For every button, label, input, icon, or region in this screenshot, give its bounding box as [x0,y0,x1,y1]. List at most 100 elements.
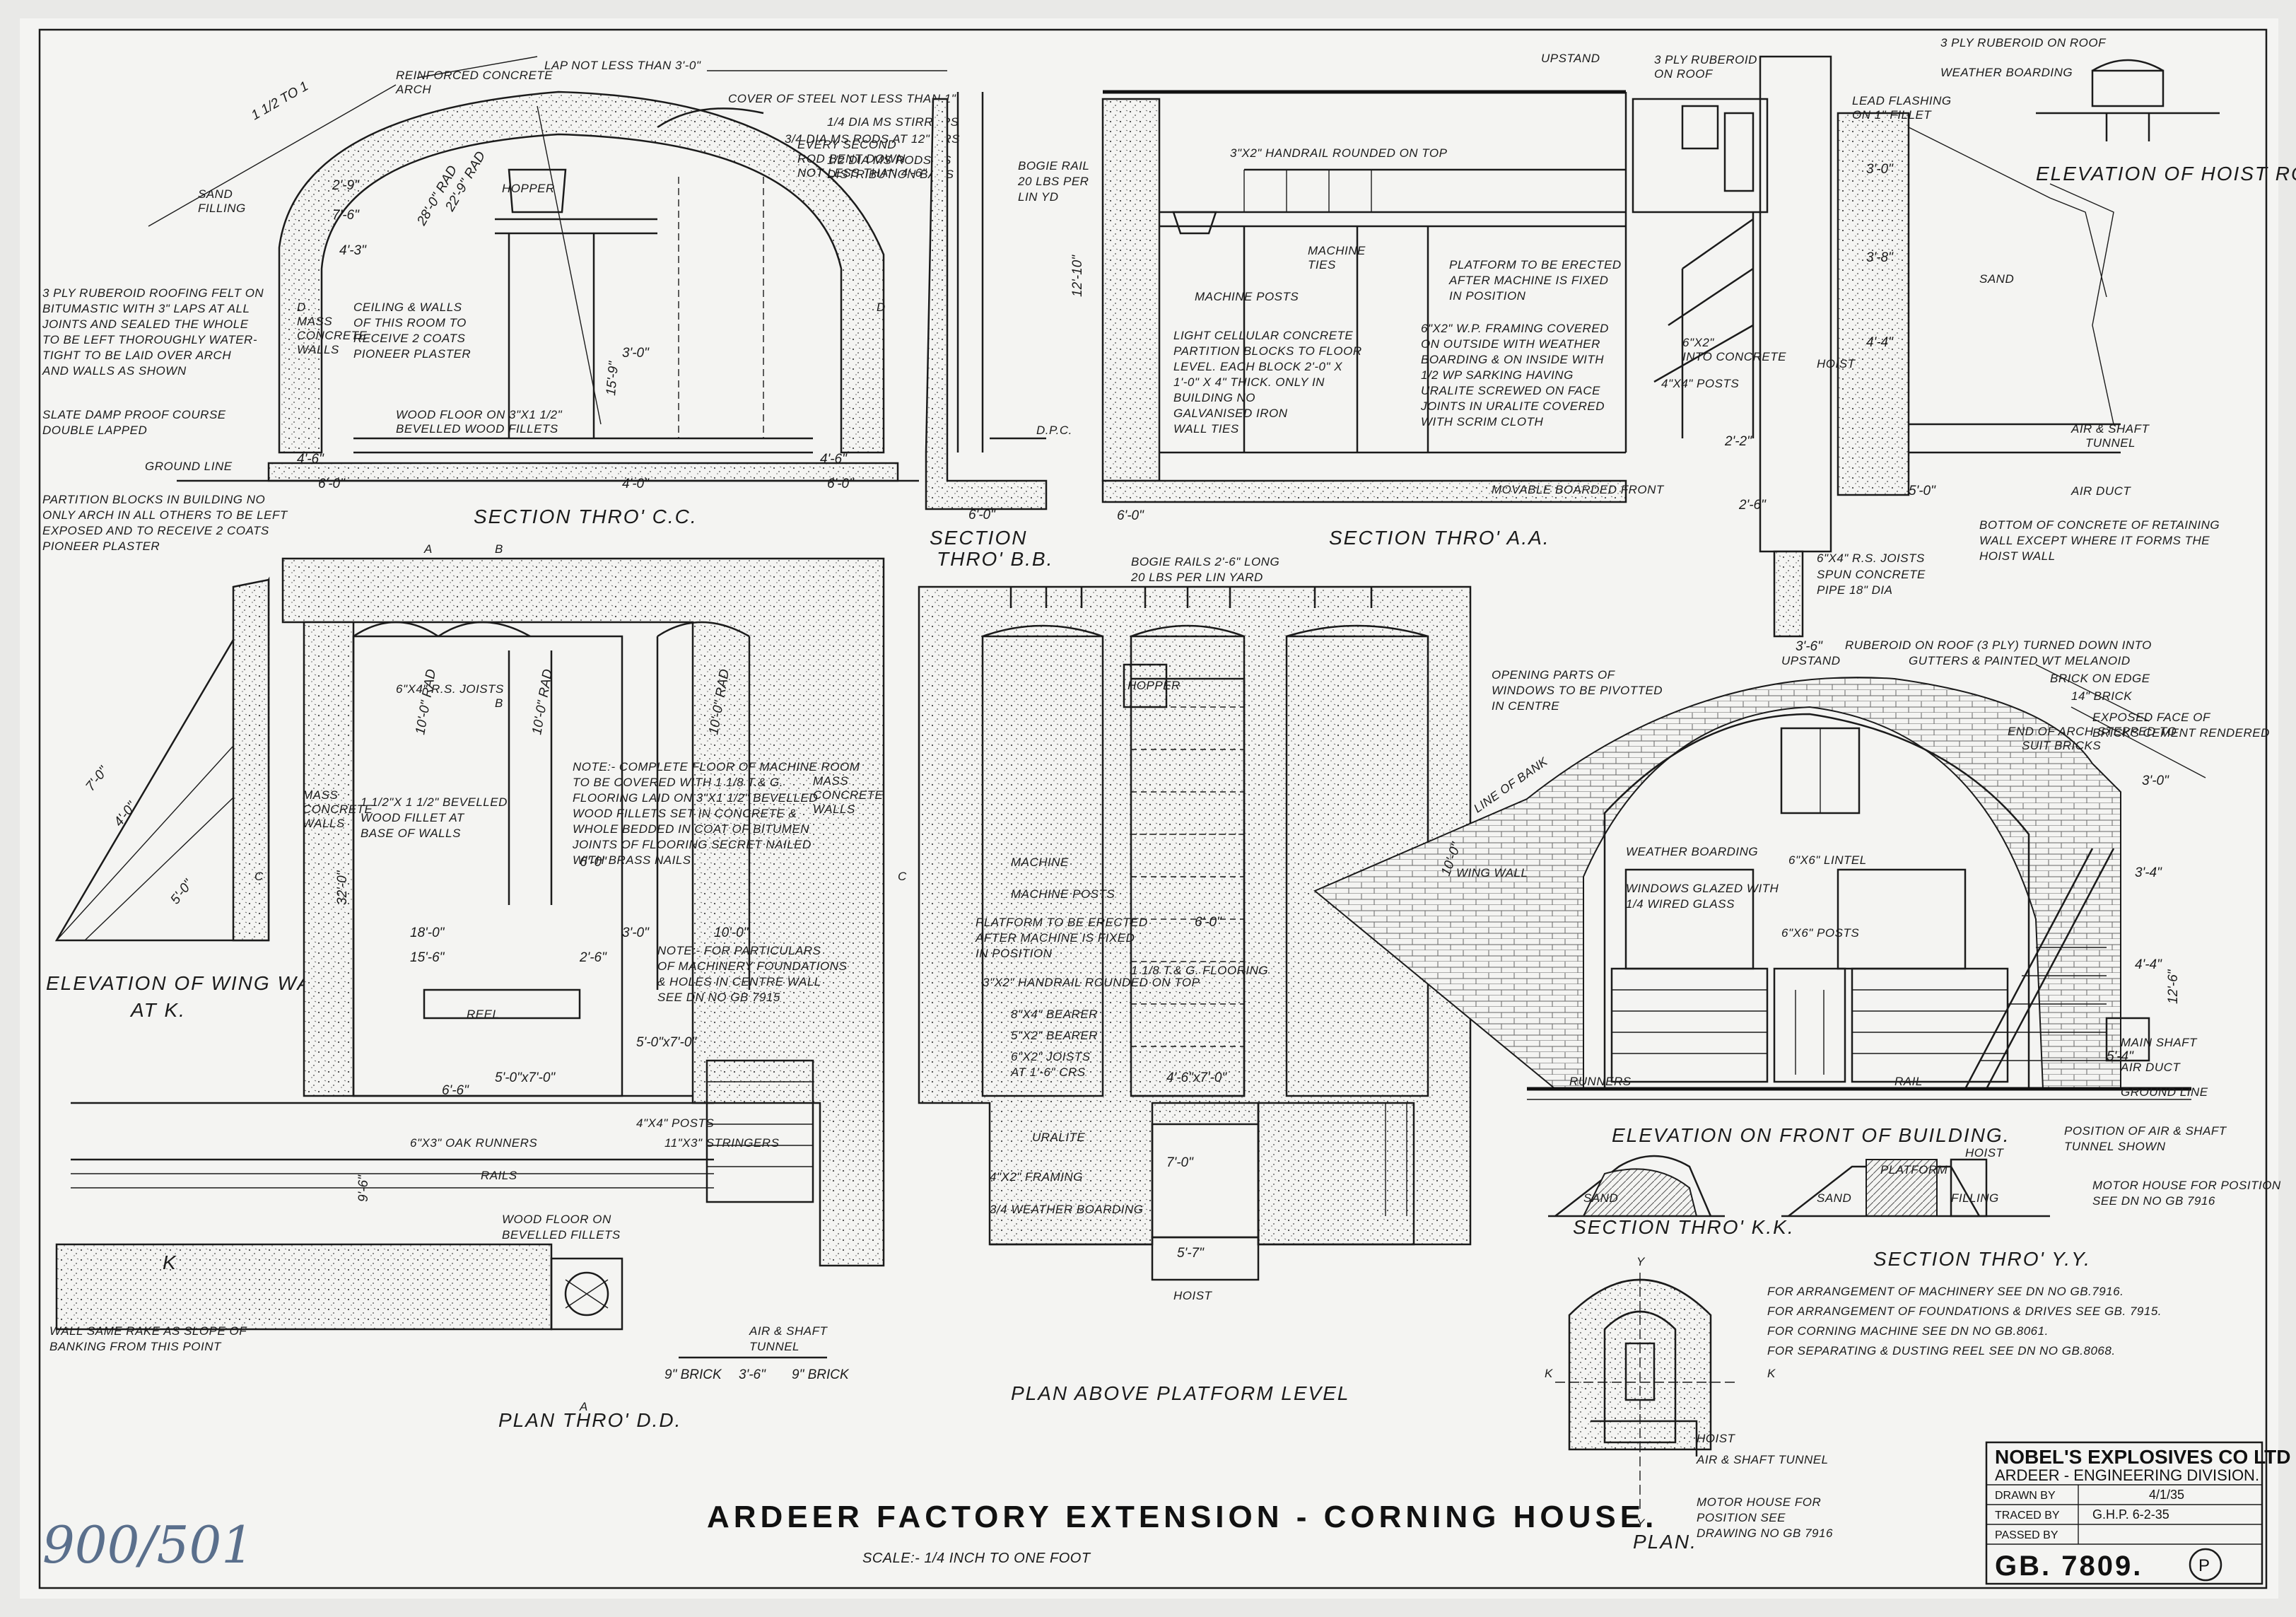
arrangement-note-4: FOR SEPARATING & DUSTING REEL SEE Dn No … [1767,1344,2116,1358]
dim-cc-4-3: 4'-3" [339,243,367,258]
machine-ties-aa-1: MACHINE [1308,244,1366,257]
wood-floor-note-2: BEVELLED WOOD FILLETS [396,422,558,436]
framing-aa-7: WITH SCRIM CLOTH [1421,415,1543,428]
drawing-number: GB. 7809. [1995,1551,2143,1582]
dim-front-3-4: 3'-4" [2135,865,2162,880]
floor-note-7: WITH BRASS NAILS [573,853,691,867]
ruberoid-3ply-label: 3 PLY RUBEROID ON ROOF [1940,36,2107,49]
passed-by-label: PASSED BY [1995,1529,2058,1541]
dim-dd-6-0: 6'-0" [580,855,607,870]
front-door-left [1610,967,1769,1083]
foundations-note-3: & HOLES IN CENTRE WALL [657,975,821,988]
mass-concrete-dd-r3: WALLS [813,802,855,816]
small-plan-title: PLAN. [1633,1531,1697,1553]
mass-concrete-dd-2: CONCRETE [303,802,373,816]
wing-wall-title-2: AT K. [129,999,186,1021]
exposed-face-1: EXPOSED FACE OF [2092,711,2211,724]
partition-note-4: PIONEER PLASTER [42,539,160,553]
title-block: NOBEL'S EXPLOSIVES CO LTD ARDEER - ENGIN… [1985,1441,2290,1585]
joists-6x2-plan-1: 6"x2" JOISTS [1011,1050,1091,1063]
dim-aa-2-2: 2'-2" [1724,434,1752,449]
dim-cc-2-9: 2'-9" [332,178,360,193]
letter-a-dd-bottom: A [579,1400,588,1413]
upstand-aa: UPSTAND [1541,52,1600,65]
traced-by-label: TRACED BY [1995,1510,2060,1522]
stirrups-note: 1/4 DIA MS STIRRUPS [827,115,959,129]
light-concrete-4: 1'-0" x 4" THICK. ONLY IN [1173,375,1325,389]
wood-floor-bev-1: WOOD FLOOR ON [502,1213,611,1226]
wall-same-2: BANKING FROM THIS POINT [49,1340,222,1353]
stair-plan-dd [705,1059,814,1203]
ground-line-label: GROUND LINE [145,460,233,473]
mass-concrete-dd-1: MASS [303,788,338,802]
handrail-plan: 3"x2" HANDRAIL ROUNDED ON TOP [983,976,1200,989]
letter-k-right: K [1767,1367,1776,1380]
ceiling-note-4: PIONEER PLASTER [353,347,471,361]
framing-4x2-plan: 4"x2" FRAMING [990,1170,1083,1184]
letter-a-dd: A [423,542,433,556]
letter-c-dd: C [254,870,264,883]
floor-note-2: TO BE COVERED WITH 1 1/8 T.& G. [573,776,783,789]
lead-flashing-2: ON 1" FILLET [1852,108,1932,122]
hoist-roof-title: ELEVATION OF HOIST ROOF [2036,163,2296,185]
bearer5-plan: 5"x2" BEARER [1011,1029,1098,1042]
rail-label: RAIL [1894,1075,1923,1088]
plan-platform-title: PLAN ABOVE PLATFORM LEVEL [1011,1382,1349,1404]
dim-dd-15-6: 15'-6" [410,950,445,965]
weather-boarding-front: WEATHER BOARDING [1626,845,1758,858]
sand-yy: SAND [1817,1191,1851,1205]
floor-note-1: NOTE:- COMPLETE FLOOR OF MACHINE ROOM [573,760,860,774]
dim-front-4-4: 4'-4" [2135,957,2162,972]
light-concrete-6: GALVANISED IRON [1173,407,1288,420]
upstand-front: UPSTAND [1781,654,1840,667]
arrangement-note-3: FOR CORNING MACHINE SEE Dn No GB.8061. [1767,1324,2049,1338]
posts-4x4-aa: 4"x4" POSTS [1661,377,1739,390]
section-kk-title: SECTION THRO' K.K. [1573,1216,1795,1238]
roofing-felt-note-4: TO BE LEFT THOROUGHLY WATER- [42,333,257,346]
arch-end-1: END OF ARCH STEPPED TO [2008,725,2177,738]
framing-aa-4: 1/2 WP SARKING HAVING [1421,368,1574,382]
arch-end-2: SUIT BRICKS [2022,739,2101,752]
motor-house-plan-2: POSITION SEE [1697,1511,1786,1524]
handrail-note-aa: 3"x2" HANDRAIL ROUNDED ON TOP [1230,146,1448,160]
letter-d-cc-right: D [877,300,886,314]
hoist-wheel-dd [564,1271,609,1317]
wood-floor-note-1: WOOD FLOOR ON 3"x1 1/2" [396,408,563,421]
division-name: ARDEER - ENGINEERING DIVISION. [1995,1466,2259,1484]
roofing-felt-note-1: 3 PLY RUBEROID ROOFING FELT ON [42,286,264,300]
dim-aa-3-6: 3'-6" [1796,639,1823,654]
light-concrete-5: BUILDING No [1173,391,1255,404]
dim-cc-6-0-right: 6'-0" [827,477,855,491]
hopper-label-plan: HOPPER [1128,679,1181,692]
floor-note-5: WHOLE BEDDED IN COAT OF BITUMEN [573,822,809,836]
section-yy-title: SECTION THRO' Y.Y. [1873,1248,2091,1270]
dim-aa-3-8: 3'-8" [1866,250,1894,265]
dim-dd-3-0: 3'-0" [622,926,650,940]
joists-dd: 6"x4" R.S. JOISTS [396,682,504,696]
hoist-yy-label: HOIST [1965,1146,2005,1160]
bogie-rail-bb-1: BOGIE RAIL [1018,159,1089,173]
framing-aa-6: JOINTS IN URALITE COVERED [1420,399,1605,413]
drawing-title: ARDEER FACTORY EXTENSION - CORNING HOUSE… [707,1500,1658,1534]
windows-glazed-1: WINDOWS GLAZED WITH [1626,882,1779,895]
air-shaft-tunnel-aa-1: AIR & SHAFT [2070,422,2150,436]
dim-aa-12-10: 12'-10" [1070,255,1085,297]
lead-flashing-1: LEAD FLASHING [1852,94,1952,107]
windows-glazed-2: 1/4 WIRED GLASS [1626,897,1735,911]
wall-same-1: WALL SAME RAKE AS SLOPE OF [49,1324,247,1338]
weather-boarding-label: WEATHER BOARDING [1940,66,2073,79]
lintel-label: 6"x6" LINTEL [1788,853,1867,867]
dim-dd-10-0: 10'-0" [714,926,749,940]
platform-aa-1: PLATFORM TO BE ERECTED [1449,258,1622,272]
light-concrete-3: LEVEL. EACH BLOCK 2'-0" x [1173,360,1342,373]
lap-note: LAP NOT LESS THAN 3'-0" [544,59,701,72]
dim-dd-5x7: 5'-0"x7'-0" [495,1070,556,1085]
opening-parts-1: OPENING PARTS OF [1492,668,1616,682]
motor-house-1: MOTOR HOUSE FOR POSITION [2092,1179,2281,1192]
position-air-1: POSITION OF AIR & SHAFT [2064,1124,2227,1138]
mass-concrete-dd-r2: CONCRETE [813,788,884,802]
oak-runners-label: 6"x3" OAK RUNNERS [410,1136,537,1150]
section-bb: BOGIE RAIL 20 LBS PER LIN YD D.P.C. 6'-0… [925,92,1089,570]
letter-b-dd: B [495,542,503,556]
roofing-felt-note-2: BITUMASTIC WITH 3" LAPS AT ALL [42,302,250,315]
